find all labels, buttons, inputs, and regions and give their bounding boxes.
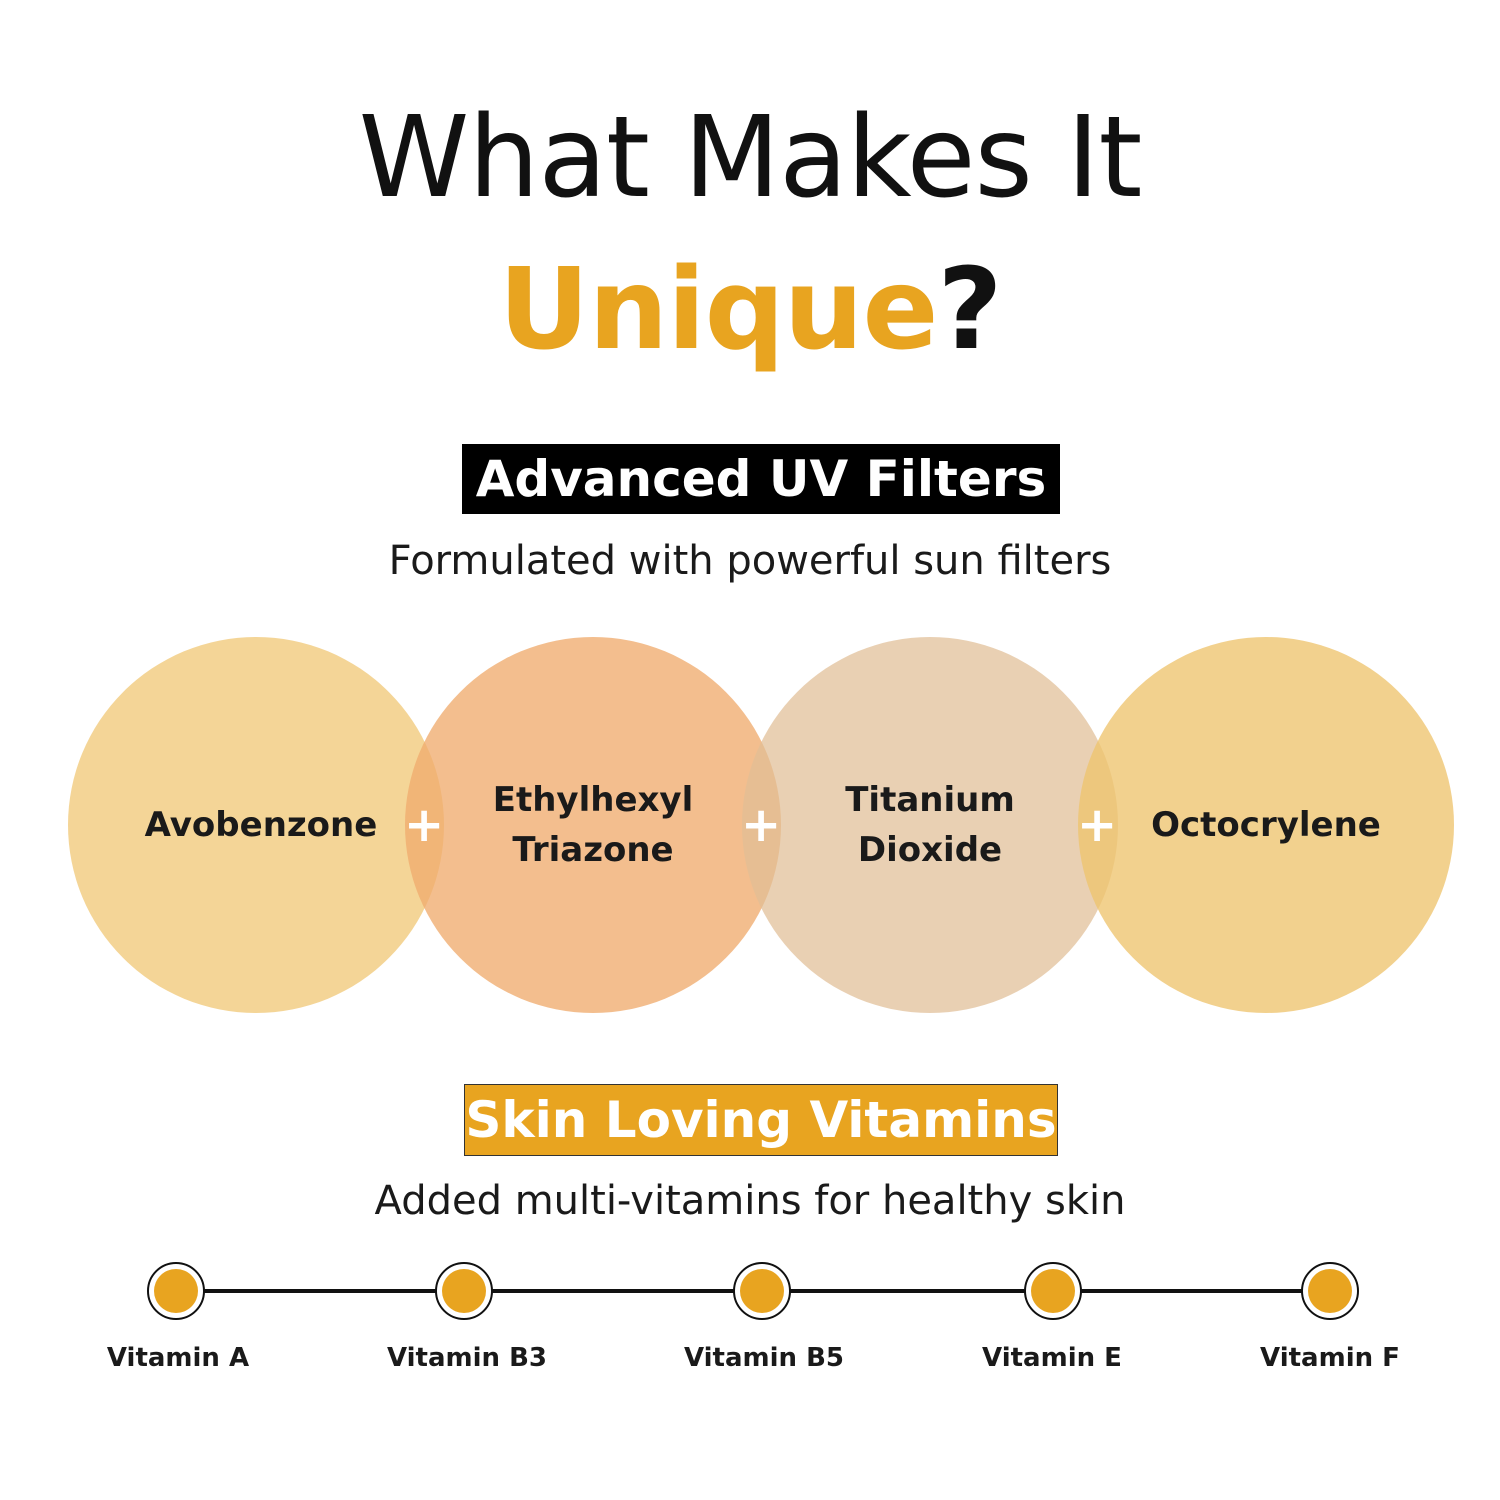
vitamin-label: Vitamin A bbox=[106, 1343, 250, 1373]
filter-label-avobenzone: Avobenzone bbox=[144, 805, 378, 845]
filter-circle-ethylhexyl-triazone bbox=[405, 637, 781, 1013]
vitamin-label: Vitamin B5 bbox=[683, 1343, 845, 1373]
uv-filters-subtitle: Formulated with powerful sun filters bbox=[388, 538, 1112, 584]
filter-circle-octocrylene bbox=[1078, 637, 1454, 1013]
vitamin-label: Vitamin F bbox=[1260, 1343, 1400, 1373]
vitamins-subtitle: Added multi-vitamins for healthy skin bbox=[374, 1178, 1126, 1224]
filter-label-titanium-dioxide: Titanium Dioxide bbox=[845, 780, 1015, 870]
timeline-dot bbox=[435, 1262, 493, 1320]
timeline-dot-fill bbox=[740, 1269, 784, 1313]
title-accent-word: Unique bbox=[498, 245, 939, 375]
timeline-dot-fill bbox=[154, 1269, 198, 1313]
timeline-dot bbox=[1301, 1262, 1359, 1320]
title-question-mark: ? bbox=[937, 245, 1002, 375]
timeline-dot bbox=[733, 1262, 791, 1320]
timeline-dot-fill bbox=[1031, 1269, 1075, 1313]
timeline-dot bbox=[1024, 1262, 1082, 1320]
title-line-2: Unique? bbox=[0, 250, 1500, 370]
filter-circle-avobenzone bbox=[68, 637, 444, 1013]
uv-filters-heading: Advanced UV Filters bbox=[462, 444, 1060, 514]
timeline-dot-fill bbox=[442, 1269, 486, 1313]
filter-label-ethylhexyl-triazone: Ethylhexyl Triazone bbox=[492, 780, 694, 870]
vitamin-label: Vitamin B3 bbox=[386, 1343, 548, 1373]
plus-icon: + bbox=[1077, 797, 1118, 853]
timeline-dot-fill bbox=[1308, 1269, 1352, 1313]
timeline-dot bbox=[147, 1262, 205, 1320]
vitamins-heading: Skin Loving Vitamins bbox=[464, 1084, 1058, 1156]
vitamin-label: Vitamin E bbox=[982, 1343, 1122, 1373]
plus-icon: + bbox=[404, 797, 445, 853]
filter-circle-titanium-dioxide bbox=[742, 637, 1118, 1013]
plus-icon: + bbox=[741, 797, 782, 853]
title-line-1: What Makes It bbox=[358, 93, 1143, 223]
filter-label-octocrylene: Octocrylene bbox=[1151, 805, 1381, 845]
